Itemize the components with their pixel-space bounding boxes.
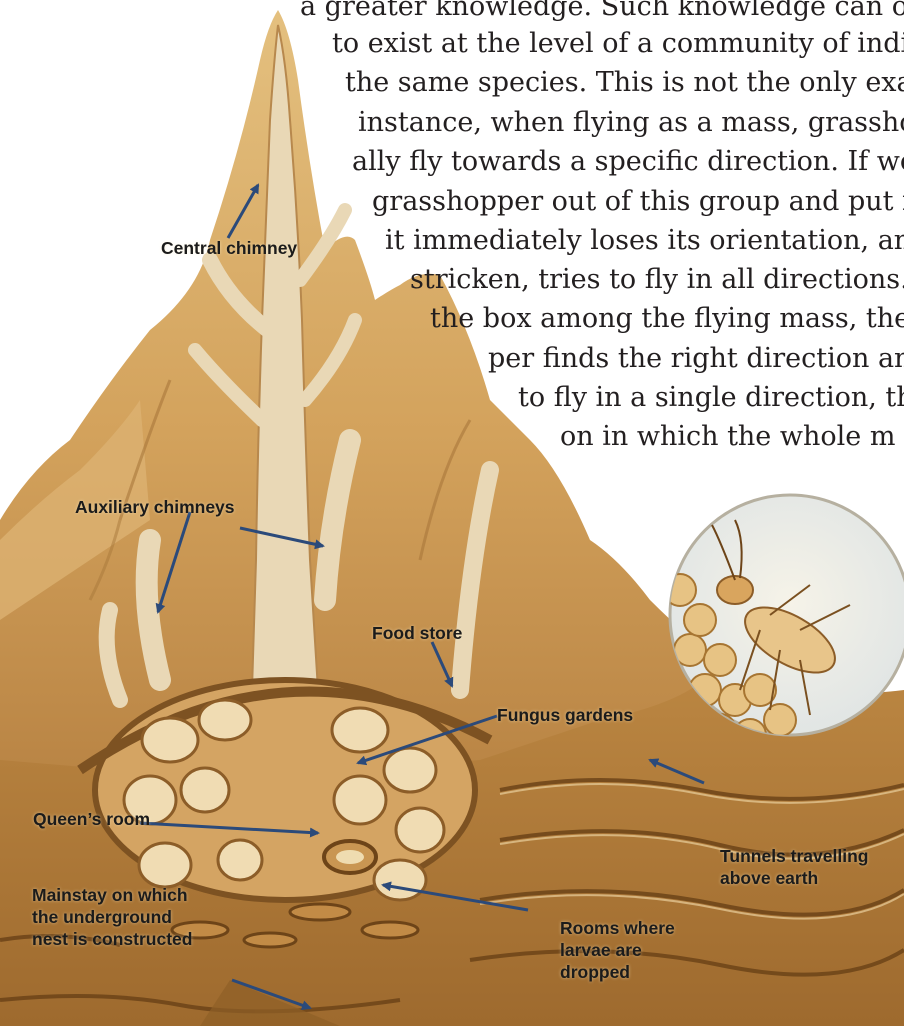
label-food-store: Food store [372, 622, 462, 644]
label-larvae-rooms-line: Rooms where [560, 917, 675, 939]
body-text-line: instance, when flying as a mass, grassho… [358, 106, 904, 140]
body-text-line: on in which the whole m [560, 420, 895, 454]
label-central-chimney: Central chimney [161, 237, 297, 259]
label-auxiliary-chimneys: Auxiliary chimneys [75, 496, 235, 518]
body-text-line: it immediately loses its orientation, an… [385, 224, 904, 258]
body-text-line: the same species. This is not the only e… [345, 66, 904, 100]
label-tunnels-line: Tunnels travelling [720, 845, 868, 867]
label-larvae-rooms: Rooms where larvae are dropped [560, 917, 675, 983]
body-text-line: the box among the flying mass, the gr [430, 302, 904, 336]
body-text-line: to fly in a single direction, the [518, 381, 904, 415]
body-text-line: a greater knowledge. Such knowledge can … [300, 0, 904, 24]
label-fungus-gardens: Fungus gardens [497, 704, 633, 726]
label-mainstay-line: Mainstay on which [32, 884, 192, 906]
label-queens-room: Queen’s room [33, 808, 150, 830]
label-mainstay: Mainstay on which the underground nest i… [32, 884, 192, 950]
label-mainstay-line: nest is constructed [32, 928, 192, 950]
label-tunnels-line: above earth [720, 867, 868, 889]
label-tunnels: Tunnels travelling above earth [720, 845, 868, 889]
body-text-line: to exist at the level of a community of … [332, 27, 904, 61]
body-text-line: grasshopper out of this group and put it… [372, 185, 904, 219]
label-larvae-rooms-line: larvae are [560, 939, 675, 961]
body-text-line: ally fly towards a specific direction. I… [352, 145, 904, 179]
label-mainstay-line: the underground [32, 906, 192, 928]
body-text-line: stricken, tries to fly in all directions… [410, 263, 904, 297]
body-text-line: per finds the right direction and [488, 342, 904, 376]
label-larvae-rooms-line: dropped [560, 961, 675, 983]
